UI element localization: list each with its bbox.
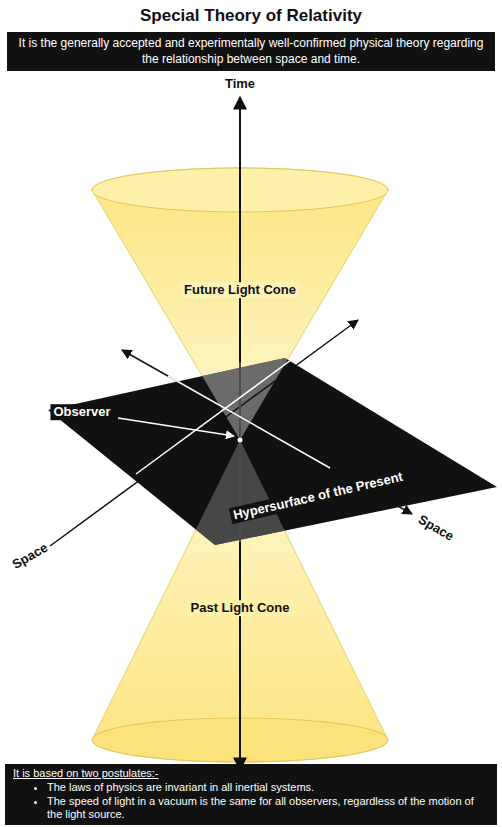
axis-label: Space [413, 510, 459, 546]
space-axis [50, 320, 358, 546]
axis-label: Space [7, 538, 53, 574]
definition-box: It is the generally accepted and experim… [7, 32, 495, 71]
region-label: Past Light Cone [188, 600, 293, 616]
axis-label: Time [222, 76, 258, 92]
postulate-box: It is based on two postulates:-The laws … [5, 764, 497, 825]
space-axis-on-plane [168, 376, 330, 468]
observer-point [238, 438, 243, 443]
observer-label: Observer [50, 404, 113, 420]
postulate-item: The speed of light in a vacuum is the sa… [47, 795, 489, 823]
region-label: Future Light Cone [181, 282, 299, 298]
postulate-item: The laws of physics are invariant in all… [47, 781, 489, 795]
diagram-title: Special Theory of Relativity [0, 6, 502, 26]
definition-text: It is the generally accepted and experim… [17, 36, 485, 67]
time-axis [239, 97, 241, 770]
postulate-heading: It is based on two postulates:- [13, 767, 489, 781]
observer-leader [118, 418, 234, 436]
space-axis-on-plane [136, 346, 310, 474]
